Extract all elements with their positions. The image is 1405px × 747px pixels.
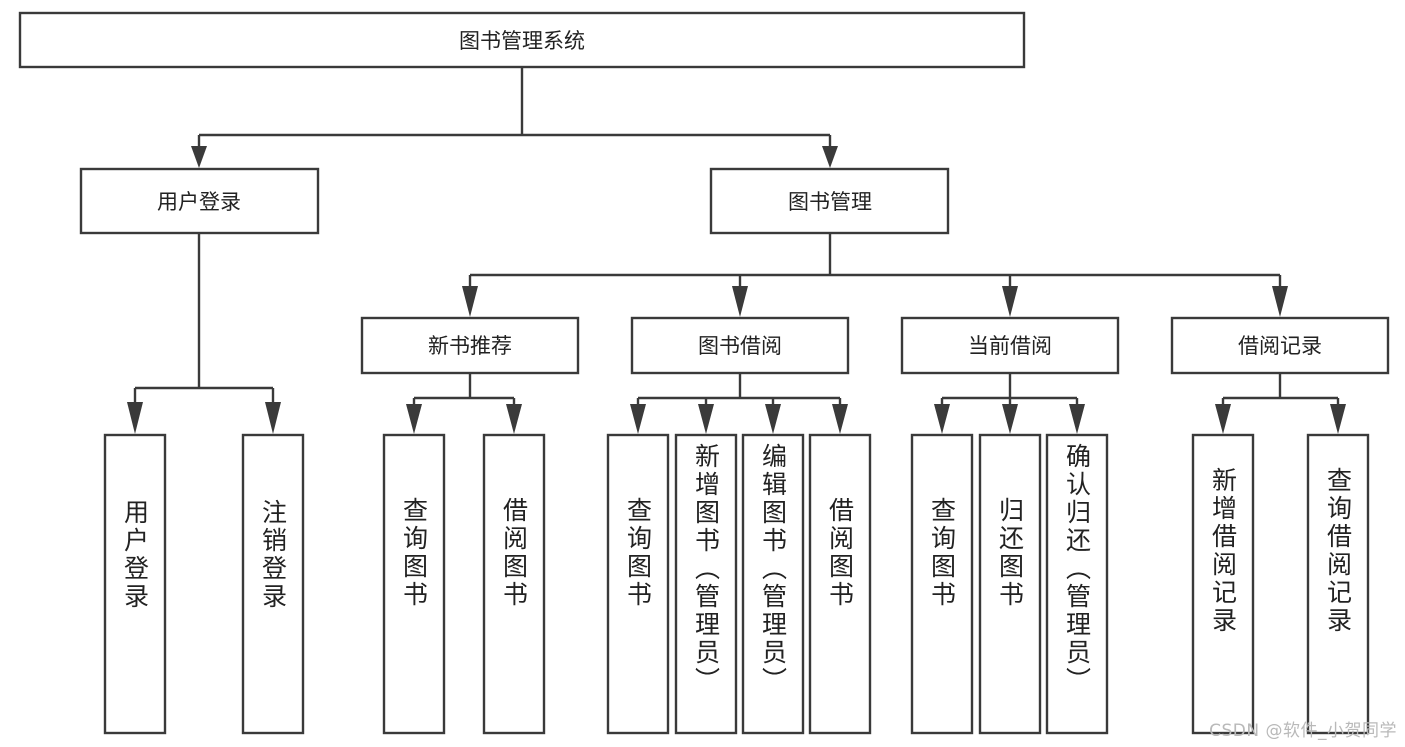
- leaf-box-logout[interactable]: [241, 433, 305, 735]
- node-user-login-box[interactable]: [79, 167, 320, 235]
- node-borrow-record-box[interactable]: [1170, 316, 1390, 375]
- arrow-head-record: [1272, 286, 1288, 317]
- node-current-borrow-label: 当前借阅: [968, 334, 1052, 358]
- leaf-box-query-borrow-record[interactable]: [1306, 433, 1370, 735]
- connector-root-to-level2: [191, 67, 838, 168]
- arrow-head-leaf-borrow-book-2: [832, 404, 848, 434]
- node-current-borrow-box[interactable]: [900, 316, 1120, 375]
- leaf-box-query-book-borrow[interactable]: [606, 433, 670, 735]
- arrow-head-leaf-add-book: [698, 404, 714, 434]
- leaf-box-query-book-newbook[interactable]: [382, 433, 446, 735]
- arrow-head-book-mgmt: [822, 146, 838, 168]
- node-user-login-label: 用户登录: [157, 190, 241, 214]
- arrow-head-borrow: [732, 286, 748, 317]
- connector-borrowrecord-to-leaves: [1215, 373, 1346, 434]
- leaf-box-add-borrow-record[interactable]: [1191, 433, 1255, 735]
- node-new-book-recommend-box[interactable]: [360, 316, 580, 375]
- connector-currentborrow-to-leaves: [934, 373, 1085, 434]
- connector-bookborrow-to-leaves: [630, 373, 848, 434]
- node-root-box[interactable]: [18, 11, 1026, 69]
- arrow-head-newbook: [462, 286, 478, 317]
- arrow-head-leaf-user-login: [127, 402, 143, 434]
- leaf-box-query-book-current[interactable]: [910, 433, 974, 735]
- arrow-head-leaf-borrow-book-1: [506, 404, 522, 434]
- node-borrow-record-label: 借阅记录: [1238, 334, 1322, 358]
- leaf-box-borrow-book-borrow[interactable]: [808, 433, 872, 735]
- arrow-head-leaf-query-record: [1330, 404, 1346, 434]
- leaf-box-return-book[interactable]: [978, 433, 1042, 735]
- arrow-head-user-login: [191, 146, 207, 168]
- arrow-head-leaf-return-book: [1002, 404, 1018, 434]
- node-root-label: 图书管理系统: [459, 29, 585, 53]
- arrow-head-leaf-query-book-1: [406, 404, 422, 434]
- arrow-head-leaf-logout: [265, 402, 281, 434]
- arrow-head-leaf-query-book-3: [934, 404, 950, 434]
- connector-newbook-to-leaves: [406, 373, 522, 434]
- arrow-head-current: [1002, 286, 1018, 317]
- connector-bookmgmt-to-level3: [462, 233, 1288, 317]
- leaf-box-borrow-book-newbook[interactable]: [482, 433, 546, 735]
- node-book-management-label: 图书管理: [788, 190, 872, 214]
- connector-userlogin-to-leaves: [127, 233, 281, 434]
- leaf-box-edit-book-admin[interactable]: [741, 433, 805, 735]
- leaf-box-user-login[interactable]: [103, 433, 167, 735]
- arrow-head-leaf-confirm-return: [1069, 404, 1085, 434]
- node-new-book-recommend-label: 新书推荐: [428, 334, 512, 358]
- arrow-head-leaf-edit-book: [765, 404, 781, 434]
- leaf-box-add-book-admin[interactable]: [674, 433, 738, 735]
- arrow-head-leaf-add-record: [1215, 404, 1231, 434]
- arrow-head-leaf-query-book-2: [630, 404, 646, 434]
- node-book-borrow-box[interactable]: [630, 316, 850, 375]
- node-book-management-box[interactable]: [709, 167, 950, 235]
- csdn-watermark: CSDN @软件_小贺同学: [1209, 721, 1397, 741]
- node-book-borrow-label: 图书借阅: [698, 334, 782, 358]
- leaf-box-confirm-return-admin[interactable]: [1045, 433, 1109, 735]
